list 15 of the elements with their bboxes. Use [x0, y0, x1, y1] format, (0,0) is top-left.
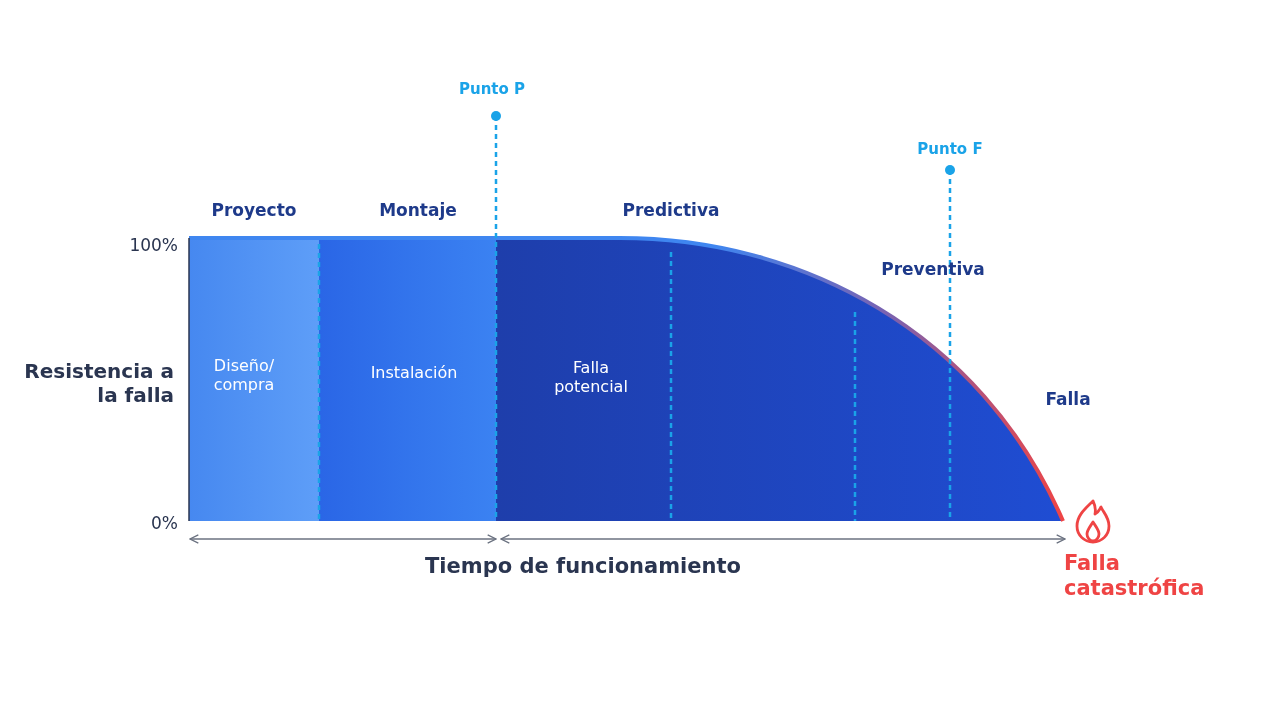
axis-tick-label: 0% — [151, 512, 178, 534]
stage-label: Proyecto — [211, 199, 297, 221]
stage-label: Montaje — [379, 199, 457, 221]
axis-title: Tiempo de funcionamiento — [425, 554, 741, 580]
axis-tick-label: 100% — [129, 234, 178, 256]
stage-label: Preventiva — [881, 258, 985, 280]
stage-label: Predictiva — [622, 199, 720, 221]
stage-label: Falla — [1045, 388, 1091, 410]
point-label: Punto P — [458, 80, 525, 98]
region-label: Instalación — [370, 363, 458, 383]
region-label: Falla potencial — [553, 357, 629, 397]
axis-title: Resistencia a la falla — [24, 359, 174, 407]
failure-label: Falla catastrófica — [1064, 550, 1206, 602]
region-label: Diseño/ compra — [212, 355, 276, 395]
point-label: Punto F — [917, 140, 983, 158]
